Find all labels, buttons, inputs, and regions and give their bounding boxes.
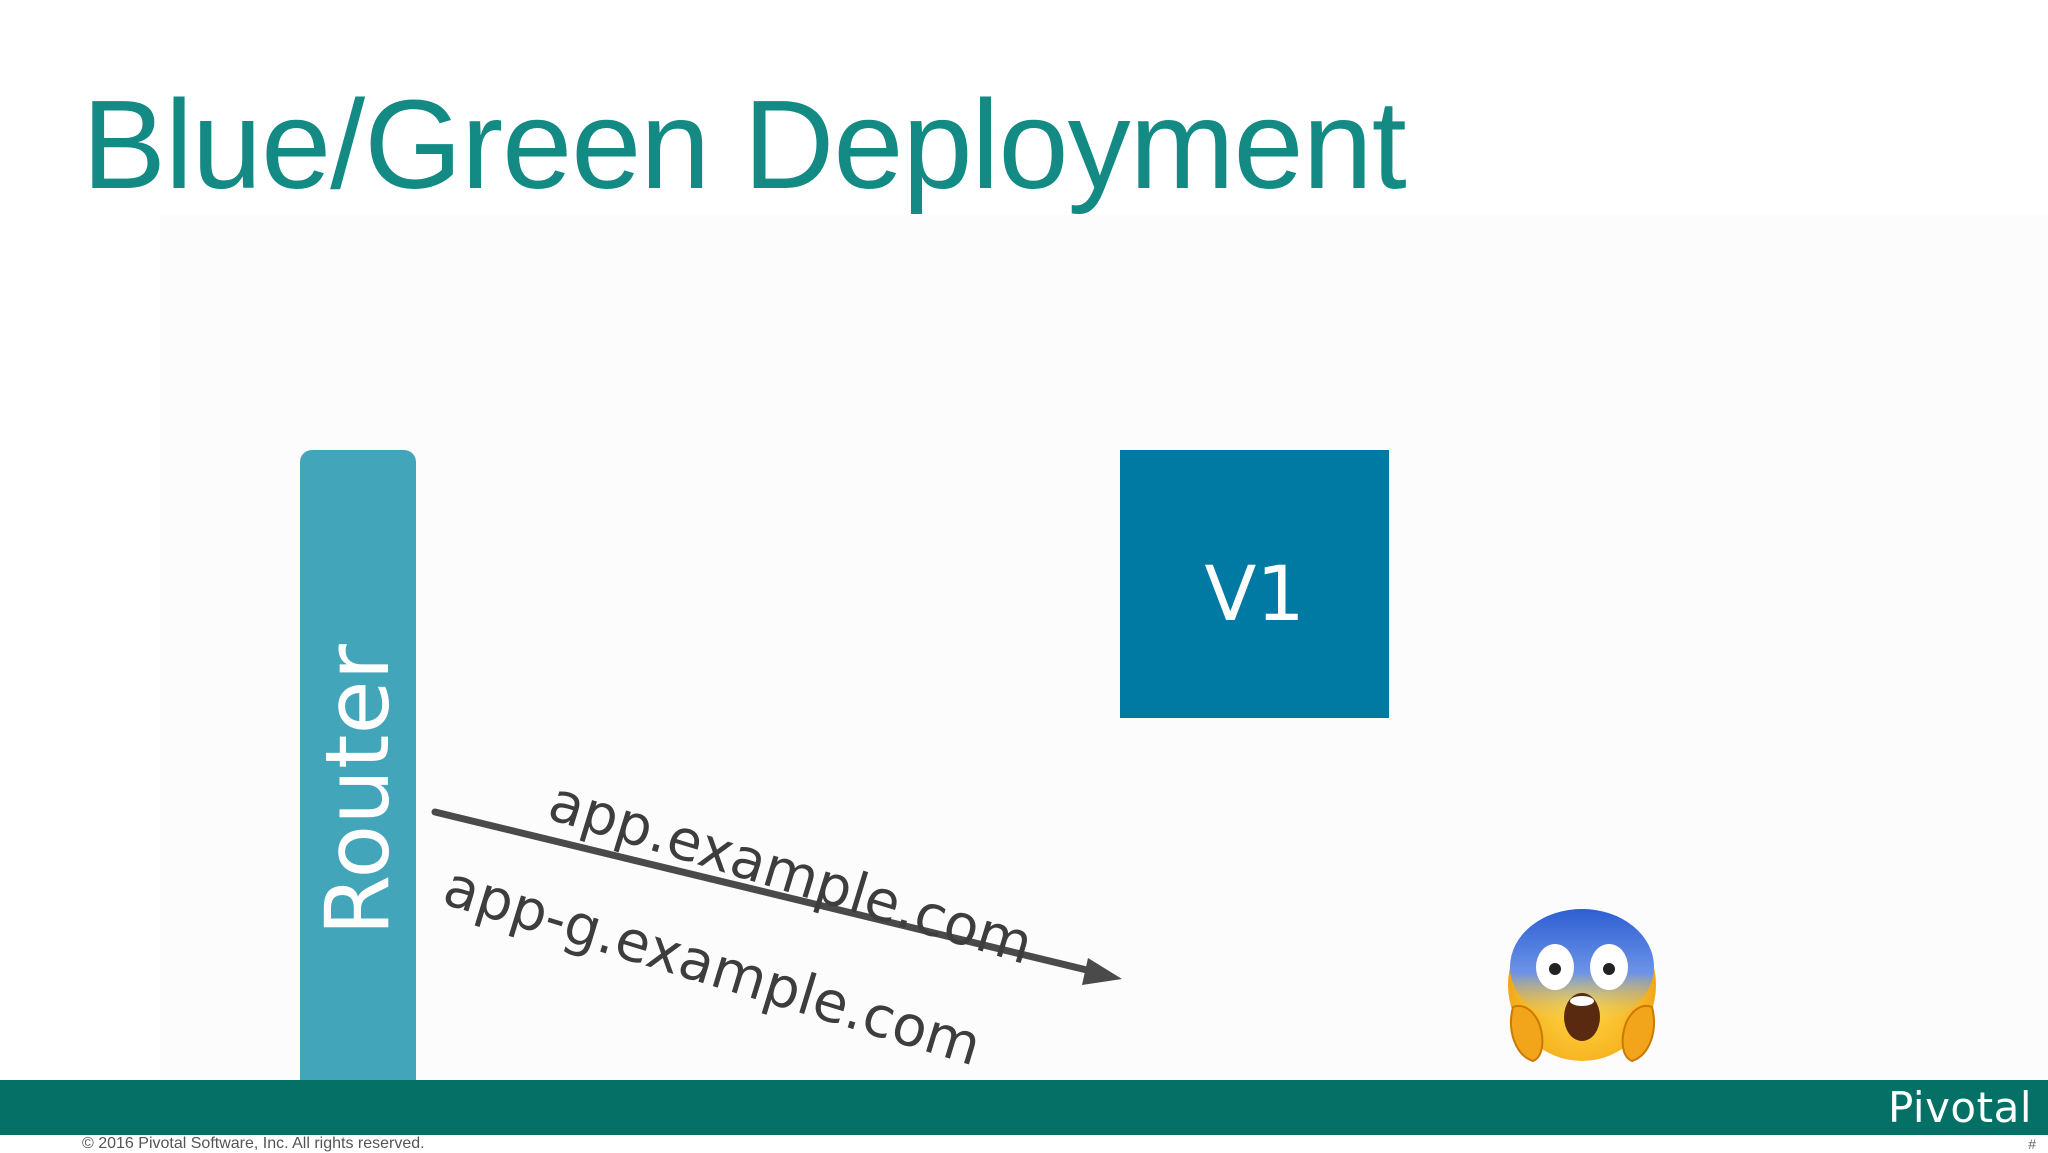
app-version-label: V1 bbox=[1204, 549, 1305, 638]
router-bar: Router bbox=[300, 450, 416, 1135]
router-label: Router bbox=[306, 644, 409, 936]
slide-title: Blue/Green Deployment bbox=[82, 74, 1407, 215]
slide-number: # bbox=[2028, 1136, 2036, 1152]
app-version-box: V1 bbox=[1120, 450, 1389, 718]
slide-content-background bbox=[160, 215, 2048, 1080]
pivotal-logo: Pivotal bbox=[1888, 1083, 2032, 1132]
copyright-text: © 2016 Pivotal Software, Inc. All rights… bbox=[82, 1135, 425, 1152]
face-screaming-in-fear-icon bbox=[1508, 909, 1656, 1063]
footer-bar: Pivotal bbox=[0, 1080, 2048, 1135]
